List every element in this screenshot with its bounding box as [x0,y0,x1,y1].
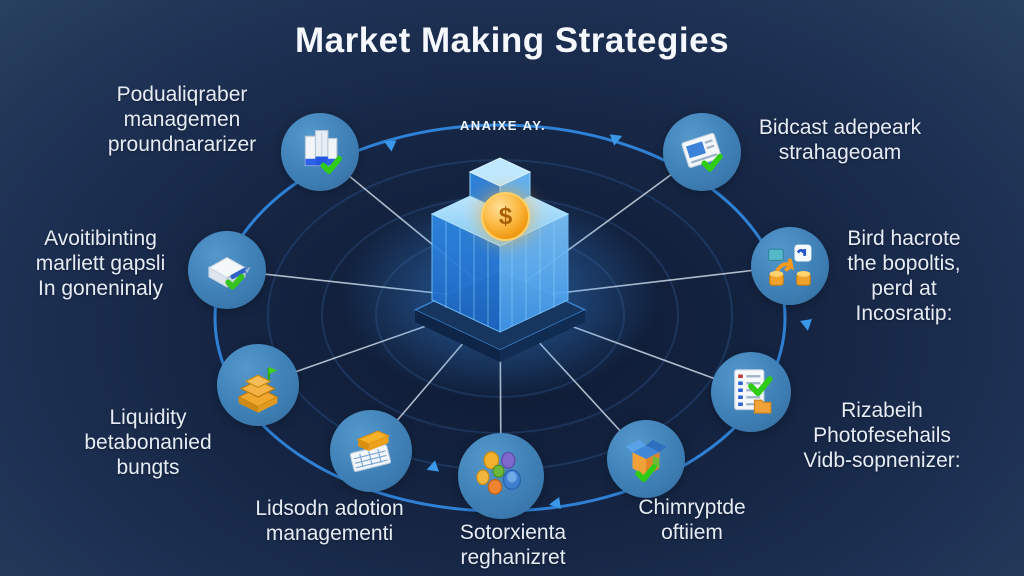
checklist-folder-icon [734,369,773,414]
center-caption: ANAIXE AY. [459,118,547,133]
node-gold-stack [217,344,299,426]
trading-stats-icon [768,244,812,286]
node-silver-ingot [188,231,266,309]
central-building-illustration [340,157,660,400]
node-trading-stats [751,227,829,305]
page-title: Market Making Strategies [294,21,730,60]
node-label: Bird hacrote the bopoltis, perd at Incos… [847,227,961,325]
open-box-check-icon [625,439,667,483]
ledger-goldbar-icon [349,430,392,472]
node-label: Lidsodn adotion managementi [255,497,404,545]
node-document [663,113,741,191]
gold-stack-icon [237,366,279,413]
node-label: Podualiqraber managemen proundnararizer [107,83,257,156]
node-building [281,113,359,191]
node-ledger [330,410,412,492]
node-label: Avoitibinting marliett gapsli In gonenin… [35,227,166,300]
node-label: Chimryptde oftiiem [638,496,746,544]
silver-ingot-check-icon [207,256,251,290]
node-checklist [711,352,791,432]
node-label: Rizabeih Photofesehails Vidb-sopnenizer: [803,399,961,472]
dollar-coin-icon: $ [481,192,530,241]
node-label: Sotorxienta reghanizret [459,521,567,569]
node-crypto-tokens [458,433,544,519]
node-label: Bidcast adepeark strahageoam [758,116,922,164]
building-check-icon [304,130,342,174]
crypto-tokens-icon [476,451,521,495]
node-open-box [607,420,685,498]
coin-symbol: $ [498,202,513,230]
document-check-icon [681,132,723,172]
node-label: Liquidity betabonanied bungts [84,406,212,479]
